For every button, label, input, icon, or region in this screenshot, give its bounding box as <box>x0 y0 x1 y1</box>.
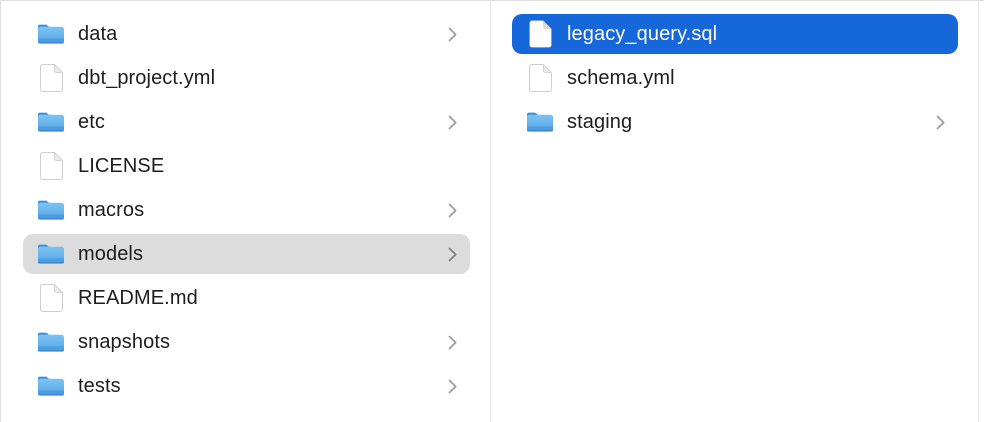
list-item-dbt-project-yml[interactable]: dbt_project.yml <box>1 56 490 100</box>
folder-icon <box>37 196 65 224</box>
document-icon <box>37 152 65 180</box>
list-item-etc[interactable]: etc <box>1 100 490 144</box>
list-item-tests[interactable]: tests <box>1 364 490 408</box>
item-label: LICENSE <box>78 154 165 177</box>
chevron-right-icon <box>447 202 458 219</box>
finder-column-right: legacy_query.sql schema.yml staging <box>491 1 979 422</box>
list-item-inner: README.md <box>23 278 470 318</box>
folder-icon <box>37 328 65 356</box>
list-item-data[interactable]: data <box>1 12 490 56</box>
item-label: macros <box>78 198 145 221</box>
item-label: dbt_project.yml <box>78 66 216 89</box>
item-label: README.md <box>78 286 198 309</box>
list-item-inner: staging <box>512 102 958 142</box>
list-item-macros[interactable]: macros <box>1 188 490 232</box>
list-item-inner: etc <box>23 102 470 142</box>
item-label: legacy_query.sql <box>567 22 718 45</box>
list-item-schema-yml[interactable]: schema.yml <box>491 56 978 100</box>
folder-icon <box>37 372 65 400</box>
list-item-inner: data <box>23 14 470 54</box>
list-item-inner: models <box>23 234 470 274</box>
folder-icon <box>37 108 65 136</box>
folder-icon <box>526 108 554 136</box>
list-item-staging[interactable]: staging <box>491 100 978 144</box>
list-item-license[interactable]: LICENSE <box>1 144 490 188</box>
item-label: snapshots <box>78 330 171 353</box>
document-icon <box>526 20 554 48</box>
item-label: data <box>78 22 118 45</box>
list-item-models[interactable]: models <box>1 232 490 276</box>
document-icon <box>37 64 65 92</box>
chevron-right-icon <box>935 114 946 131</box>
list-item-snapshots[interactable]: snapshots <box>1 320 490 364</box>
chevron-right-icon <box>447 334 458 351</box>
finder-column-preview-stub <box>979 1 984 422</box>
list-item-inner: legacy_query.sql <box>512 14 958 54</box>
document-icon <box>526 64 554 92</box>
chevron-right-icon <box>447 114 458 131</box>
document-icon <box>37 284 65 312</box>
list-item-inner: snapshots <box>23 322 470 362</box>
item-label: staging <box>567 110 633 133</box>
list-item-inner: tests <box>23 366 470 406</box>
chevron-right-icon <box>447 246 458 263</box>
list-item-legacy-query-sql[interactable]: legacy_query.sql <box>491 12 978 56</box>
folder-icon <box>37 20 65 48</box>
list-item-inner: dbt_project.yml <box>23 58 470 98</box>
list-item-inner: LICENSE <box>23 146 470 186</box>
list-item-readme-md[interactable]: README.md <box>1 276 490 320</box>
list-item-inner: schema.yml <box>512 58 958 98</box>
item-label: etc <box>78 110 105 133</box>
chevron-right-icon <box>447 26 458 43</box>
item-label: tests <box>78 374 121 397</box>
item-label: models <box>78 242 144 265</box>
list-item-inner: macros <box>23 190 470 230</box>
chevron-right-icon <box>447 378 458 395</box>
folder-icon <box>37 240 65 268</box>
item-label: schema.yml <box>567 66 675 89</box>
